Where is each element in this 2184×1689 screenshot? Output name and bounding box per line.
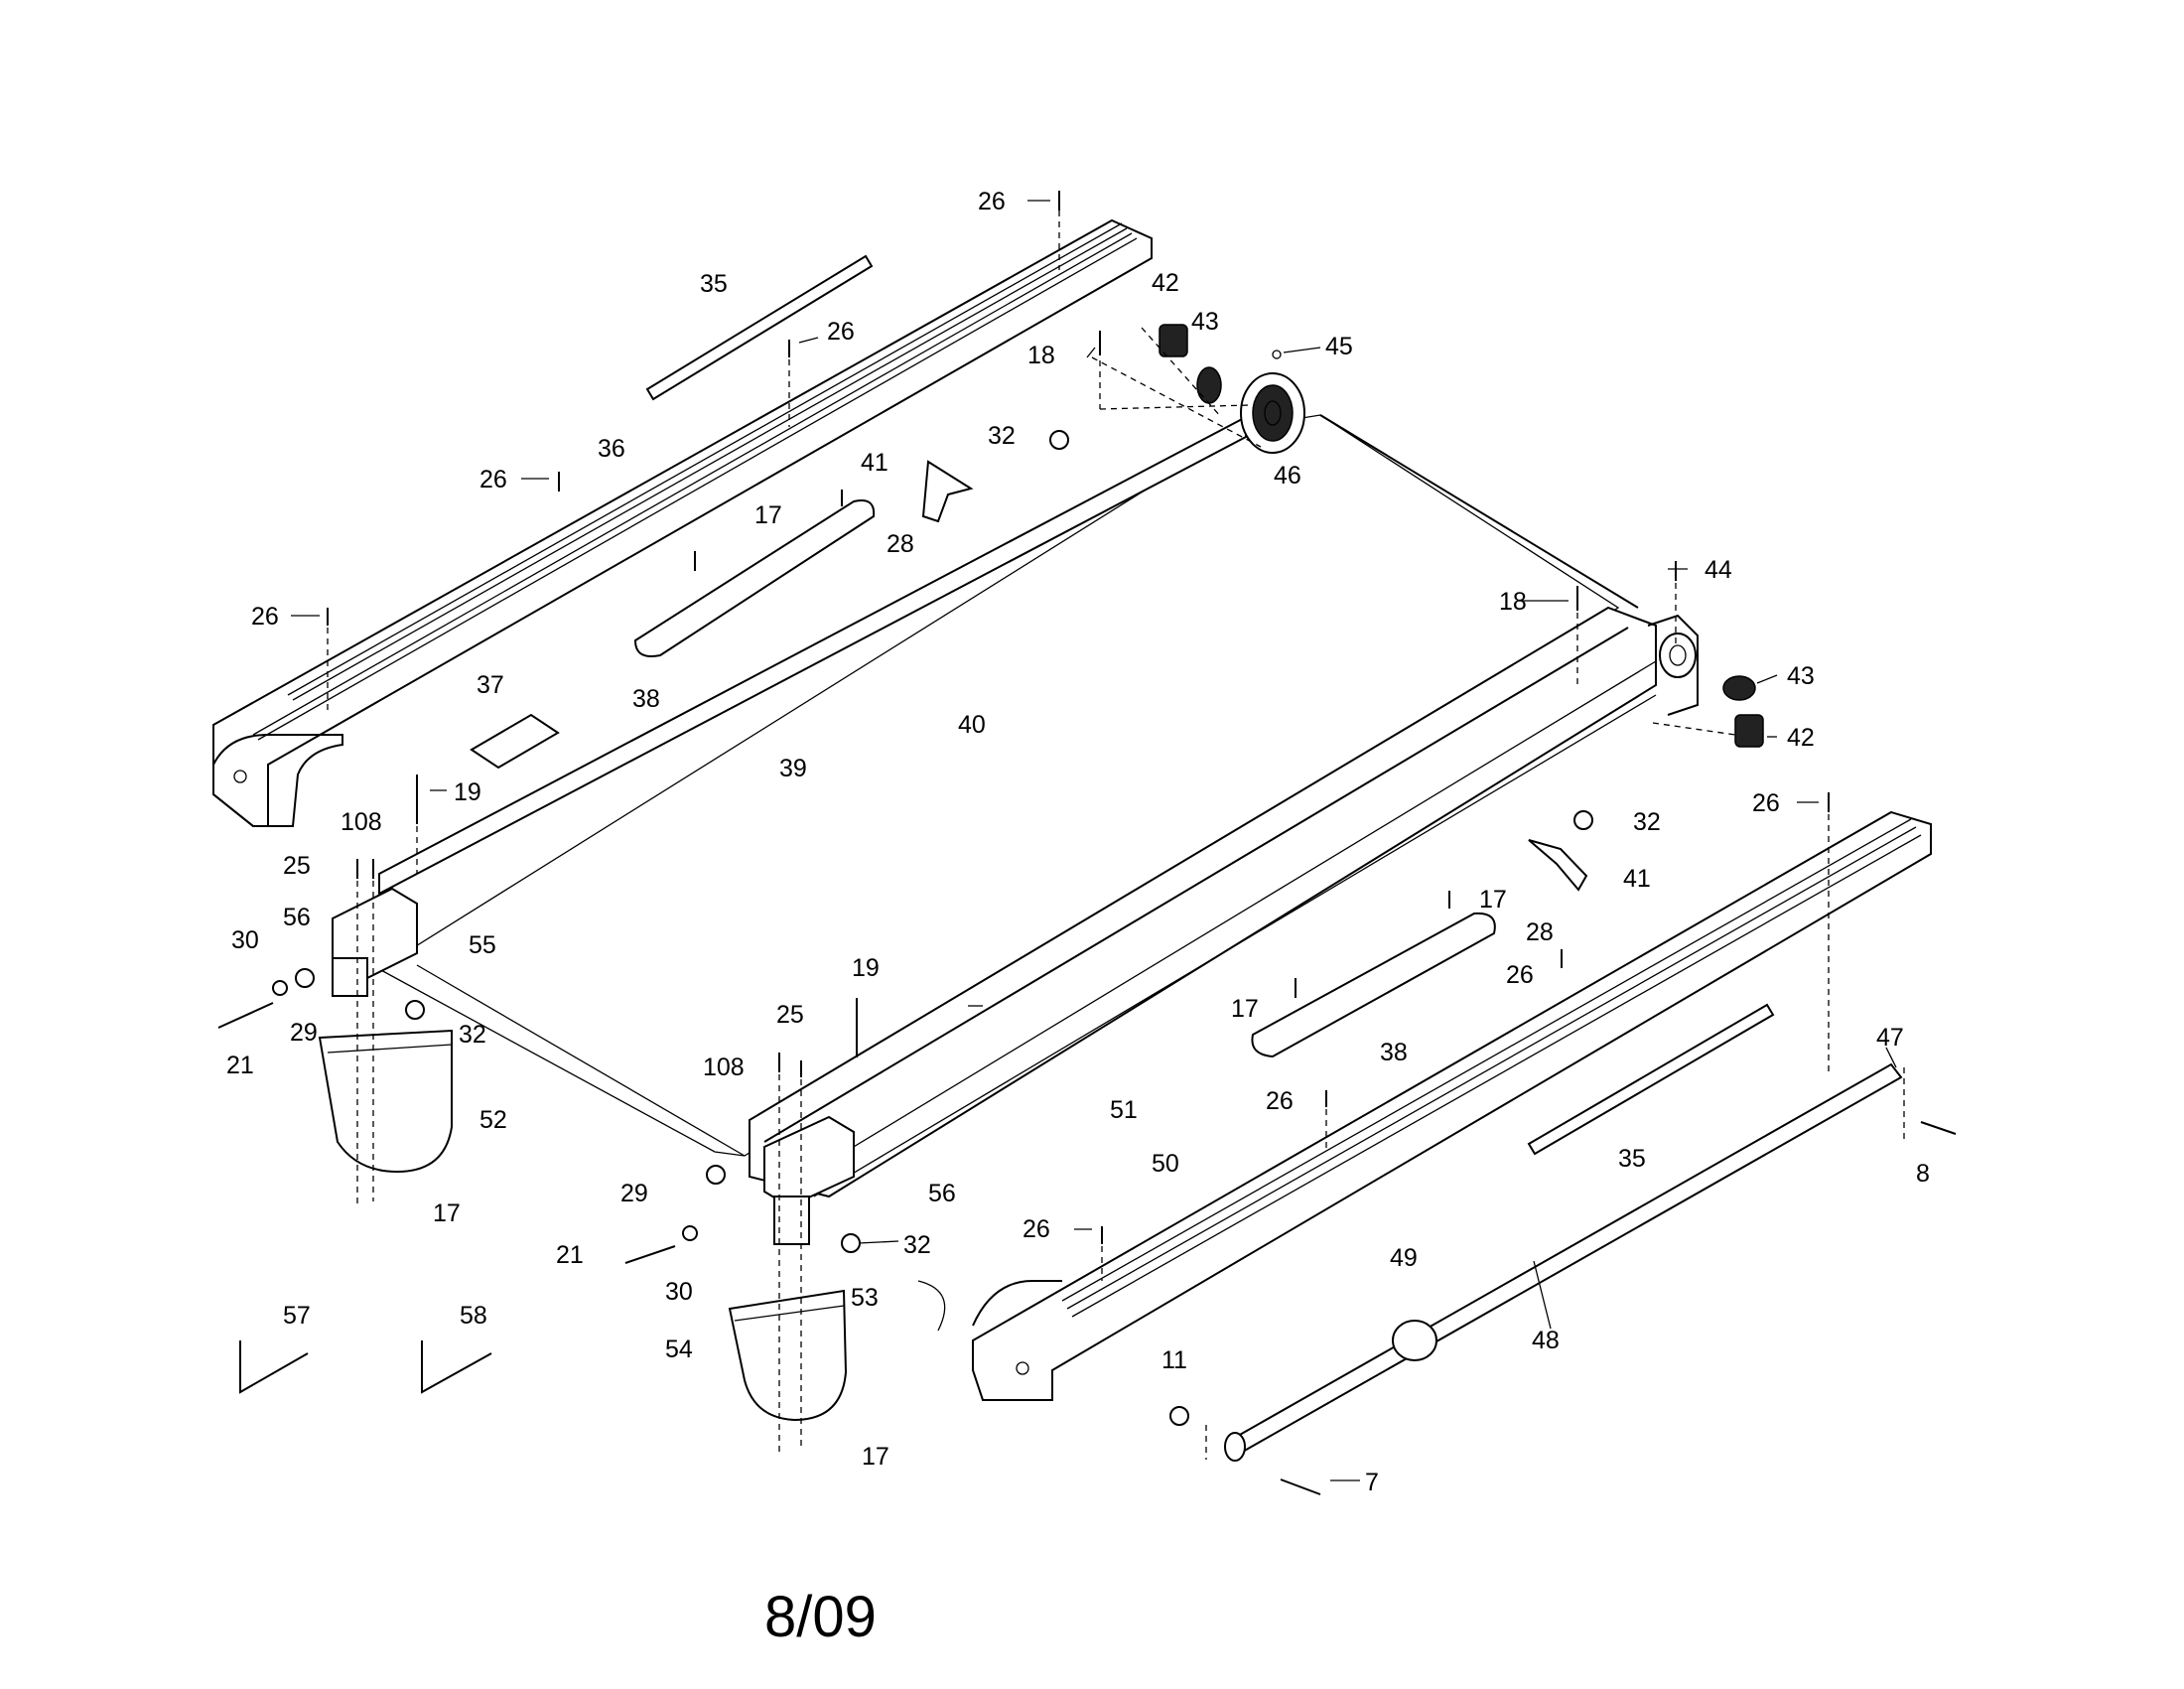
label-108: 108 <box>341 808 382 836</box>
label-48: 48 <box>1532 1327 1560 1354</box>
label-40: 40 <box>958 711 986 739</box>
page-code: 8/09 <box>764 1585 877 1649</box>
label-17: 17 <box>1231 995 1259 1023</box>
label-28: 28 <box>887 530 914 558</box>
label-26: 26 <box>978 188 1006 215</box>
label-18: 18 <box>1027 342 1055 369</box>
wrench-58 <box>421 1340 492 1394</box>
label-50: 50 <box>1152 1150 1179 1178</box>
rear-roller-46 <box>1240 372 1305 454</box>
label-38: 38 <box>632 685 660 713</box>
label-58: 58 <box>460 1302 487 1330</box>
label-35: 35 <box>1618 1145 1646 1173</box>
label-32: 32 <box>1633 808 1661 836</box>
brackets-41 <box>921 460 1588 892</box>
label-56: 56 <box>283 904 311 931</box>
label-26: 26 <box>1752 789 1780 817</box>
label-30: 30 <box>231 926 259 954</box>
strips <box>470 254 1775 1156</box>
label-7: 7 <box>1365 1469 1379 1496</box>
label-26: 26 <box>1023 1215 1050 1243</box>
label-43: 43 <box>1191 308 1219 336</box>
label-41: 41 <box>861 449 888 477</box>
hardware <box>217 191 1957 1495</box>
label-43: 43 <box>1787 662 1815 690</box>
label-36: 36 <box>598 435 625 463</box>
front-roller <box>1647 614 1699 716</box>
label-21: 21 <box>226 1052 254 1079</box>
leader-lines <box>291 200 1897 1481</box>
right-frame-rail-51 <box>749 606 1657 1198</box>
wrench-57 <box>239 1340 309 1394</box>
label-17: 17 <box>433 1199 461 1227</box>
label-17: 17 <box>1479 886 1507 914</box>
left-frame-rail-39 <box>378 415 1247 968</box>
label-18: 18 <box>1499 588 1527 616</box>
label-25: 25 <box>776 1001 804 1029</box>
plate-37 <box>470 713 560 770</box>
label-26: 26 <box>479 466 507 493</box>
label-19: 19 <box>454 778 481 806</box>
label-30: 30 <box>665 1278 693 1306</box>
label-8: 8 <box>1916 1160 1930 1188</box>
cross-bar-38-bottom <box>1251 912 1496 1058</box>
label-41: 41 <box>1623 865 1651 893</box>
label-55: 55 <box>469 931 496 959</box>
rod-assembly-48 <box>1224 1062 1903 1462</box>
label-32: 32 <box>988 422 1016 450</box>
label-49: 49 <box>1390 1244 1418 1272</box>
label-44: 44 <box>1705 556 1732 584</box>
label-45: 45 <box>1325 333 1353 360</box>
label-17: 17 <box>862 1443 889 1471</box>
label-38: 38 <box>1380 1039 1408 1066</box>
label-108: 108 <box>703 1054 745 1081</box>
label-56: 56 <box>928 1180 956 1207</box>
alignment-lines <box>327 211 1905 1460</box>
label-28: 28 <box>1526 918 1554 946</box>
label-39: 39 <box>779 755 807 782</box>
label-46: 46 <box>1274 462 1301 490</box>
label-26: 26 <box>1506 961 1534 989</box>
label-19: 19 <box>852 954 880 982</box>
label-17: 17 <box>754 501 782 529</box>
label-52: 52 <box>479 1106 507 1134</box>
strip-35-top <box>645 254 874 401</box>
label-29: 29 <box>290 1019 318 1047</box>
label-42: 42 <box>1787 724 1815 752</box>
label-57: 57 <box>283 1302 311 1330</box>
left-side-rail-36 <box>212 218 1153 827</box>
label-26: 26 <box>251 603 279 631</box>
cross-bar-38-top <box>633 499 876 657</box>
label-51: 51 <box>1110 1096 1138 1124</box>
label-29: 29 <box>620 1180 648 1207</box>
label-21: 21 <box>556 1241 584 1269</box>
label-37: 37 <box>477 671 504 699</box>
label-53: 53 <box>851 1284 879 1312</box>
label-47: 47 <box>1876 1024 1904 1052</box>
hinge-brackets <box>332 887 855 1245</box>
end-cap-54 <box>728 1289 848 1422</box>
label-26: 26 <box>1266 1087 1294 1115</box>
label-32: 32 <box>903 1231 931 1259</box>
end-cap-52 <box>318 1029 453 1174</box>
label-35: 35 <box>700 270 728 298</box>
label-32: 32 <box>459 1021 486 1049</box>
label-11: 11 <box>1161 1346 1187 1374</box>
label-25: 25 <box>283 852 311 880</box>
label-26: 26 <box>827 318 855 346</box>
part-labels: 26 35 26 42 43 45 18 32 46 26 36 41 17 2… <box>226 188 1930 1496</box>
label-42: 42 <box>1152 269 1179 297</box>
right-side-rail-50 <box>972 810 1932 1401</box>
strip-35-bottom <box>1527 1003 1775 1156</box>
label-54: 54 <box>665 1336 693 1363</box>
